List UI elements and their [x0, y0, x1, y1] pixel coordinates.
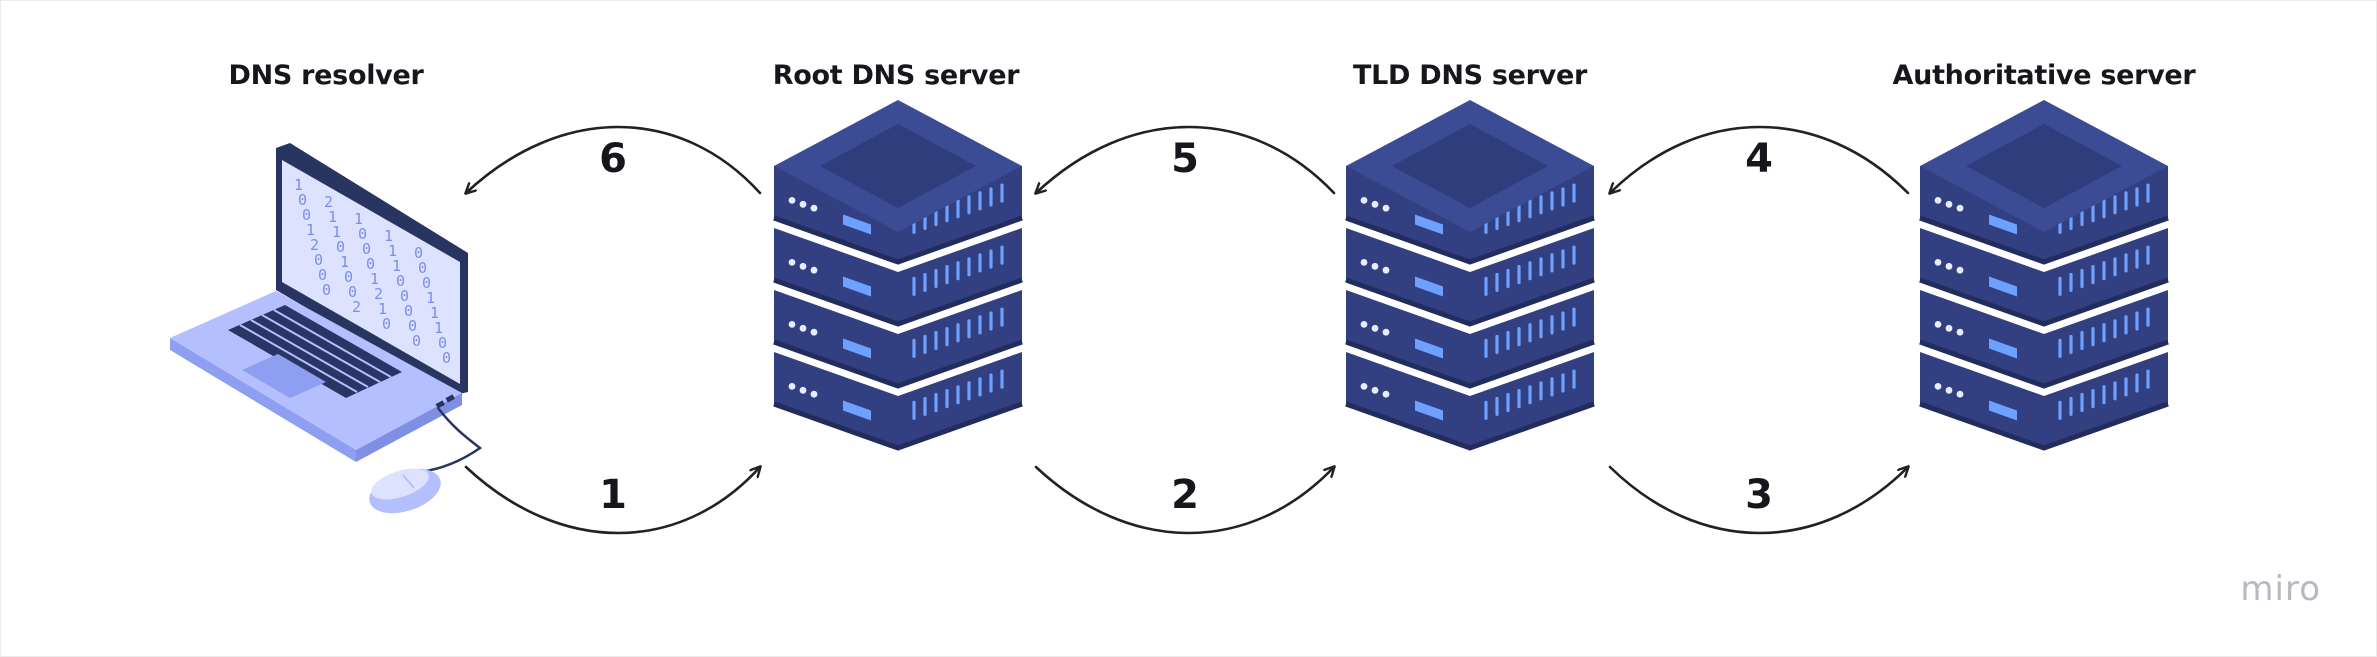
server-unit — [1345, 290, 1595, 389]
screen-digit: 1 — [306, 221, 315, 239]
step-number-5: 5 — [1171, 136, 1199, 182]
screen-digit: 1 — [388, 242, 397, 260]
step-number-2: 2 — [1171, 472, 1199, 518]
screen-digit: 1 — [392, 257, 401, 275]
server-stack-authoritative — [1919, 100, 2169, 451]
server-unit — [773, 290, 1023, 389]
server-unit — [1919, 290, 2169, 389]
screen-digit: 2 — [310, 236, 319, 254]
screen-digit: 0 — [322, 281, 331, 299]
label-dns-resolver: DNS resolver — [228, 60, 424, 91]
screen-digit: 0 — [396, 272, 405, 290]
screen-digit: 1 — [354, 210, 363, 228]
screen-digit: 0 — [412, 332, 421, 350]
screen-digit: 0 — [382, 315, 391, 333]
screen-digit: 1 — [430, 304, 439, 322]
screen-digit: 0 — [438, 334, 447, 352]
screen-digit: 0 — [318, 266, 327, 284]
screen-digit: 2 — [324, 193, 333, 211]
arrow-step-5 — [1036, 125, 1336, 193]
arrow-step-3 — [1608, 467, 1908, 535]
screen-digit: 2 — [374, 285, 383, 303]
screen-digit: 0 — [362, 240, 371, 258]
screen-digit: 0 — [314, 251, 323, 269]
screen-digit: 0 — [414, 244, 423, 262]
screen-digit: 0 — [348, 283, 357, 301]
mouse-icon — [369, 468, 441, 514]
step-number-6: 6 — [599, 136, 627, 182]
server-unit — [773, 352, 1023, 451]
screen-digit: 1 — [370, 270, 379, 288]
screen-digit: 1 — [384, 227, 393, 245]
screen-digit: 0 — [400, 287, 409, 305]
server-stack-tld — [1345, 100, 1595, 451]
screen-digit: 1 — [332, 223, 341, 241]
screen-digit: 0 — [442, 349, 451, 367]
screen-digit: 0 — [408, 317, 417, 335]
server-unit — [1345, 166, 1595, 265]
server-unit — [1919, 228, 2169, 327]
screen-digit: 1 — [340, 253, 349, 271]
screen-digit: 0 — [404, 302, 413, 320]
screen-digit: 0 — [358, 225, 367, 243]
screen-digit: 0 — [336, 238, 345, 256]
screen-digit: 1 — [426, 289, 435, 307]
screen-digit: 2 — [352, 298, 361, 316]
server-stack-root — [773, 100, 1023, 451]
server-unit — [1345, 228, 1595, 327]
label-root-dns-server: Root DNS server — [772, 60, 1020, 91]
screen-digit: 0 — [302, 206, 311, 224]
screen-digit: 1 — [434, 319, 443, 337]
step-number-4: 4 — [1745, 136, 1773, 182]
screen-digit: 1 — [378, 300, 387, 318]
server-unit — [773, 228, 1023, 327]
arrows — [464, 125, 1910, 535]
arrow-step-6 — [466, 125, 762, 193]
screen-digit: 1 — [294, 176, 303, 194]
screen-digit: 0 — [422, 274, 431, 292]
step-number-3: 3 — [1745, 472, 1773, 518]
step-number-1: 1 — [599, 472, 627, 518]
miro-watermark: miro — [2240, 569, 2321, 609]
label-authoritative-server: Authoritative server — [1892, 60, 2196, 91]
label-tld-dns-server: TLD DNS server — [1352, 60, 1587, 91]
arrow-step-1 — [464, 467, 760, 535]
screen-digit: 0 — [344, 268, 353, 286]
server-unit — [1919, 352, 2169, 451]
screen-digit: 0 — [366, 255, 375, 273]
screen-digit: 0 — [298, 191, 307, 209]
arrow-step-4 — [1610, 125, 1910, 193]
server-unit — [1919, 166, 2169, 265]
screen-digit: 1 — [328, 208, 337, 226]
server-unit — [1345, 352, 1595, 451]
arrow-step-2 — [1034, 467, 1334, 535]
server-unit — [773, 166, 1023, 265]
screen-digit: 0 — [418, 259, 427, 277]
